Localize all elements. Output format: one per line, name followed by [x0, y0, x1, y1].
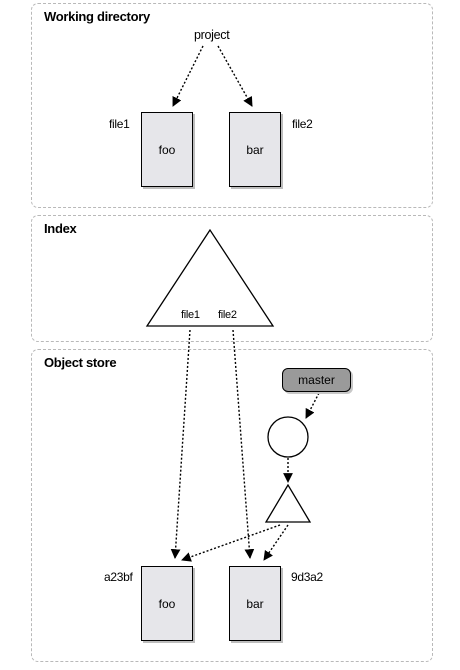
- working-directory-panel: [31, 3, 433, 208]
- blob1-hash-label: a23bf: [104, 570, 133, 584]
- branch-master-label: master: [282, 368, 351, 392]
- blob2-hash-label: 9d3a2: [291, 570, 323, 584]
- tree-to-blob1-arrow: [181, 524, 281, 562]
- working-directory-title: Working directory: [44, 9, 150, 24]
- file1-name-label: file1: [109, 117, 130, 131]
- file2-box: bar: [229, 112, 281, 187]
- commit-circle: [267, 416, 309, 458]
- blob2-box: bar: [229, 566, 281, 641]
- index-file2-to-blob2-arrow: [232, 329, 255, 559]
- index-entry-file2: file2: [218, 309, 237, 321]
- project-to-file2-arrow: [217, 45, 253, 107]
- project-label: project: [194, 28, 230, 42]
- index-title: Index: [44, 221, 77, 236]
- index-tree-triangle: [145, 228, 275, 327]
- file2-name-label: file2: [292, 117, 313, 131]
- tree-to-blob2-arrow: [263, 524, 289, 561]
- index-file1-to-blob1-arrow: [170, 329, 191, 559]
- object-store-title: Object store: [44, 355, 117, 370]
- index-panel: [31, 215, 433, 342]
- blob1-box: foo: [141, 566, 193, 641]
- file1-box: foo: [141, 112, 193, 187]
- project-to-file1-arrow: [172, 45, 204, 107]
- index-entry-file1: file1: [181, 309, 200, 321]
- object-store-panel: [31, 349, 433, 662]
- tree-triangle: [264, 483, 312, 523]
- branch-to-commit-arrow: [305, 392, 320, 419]
